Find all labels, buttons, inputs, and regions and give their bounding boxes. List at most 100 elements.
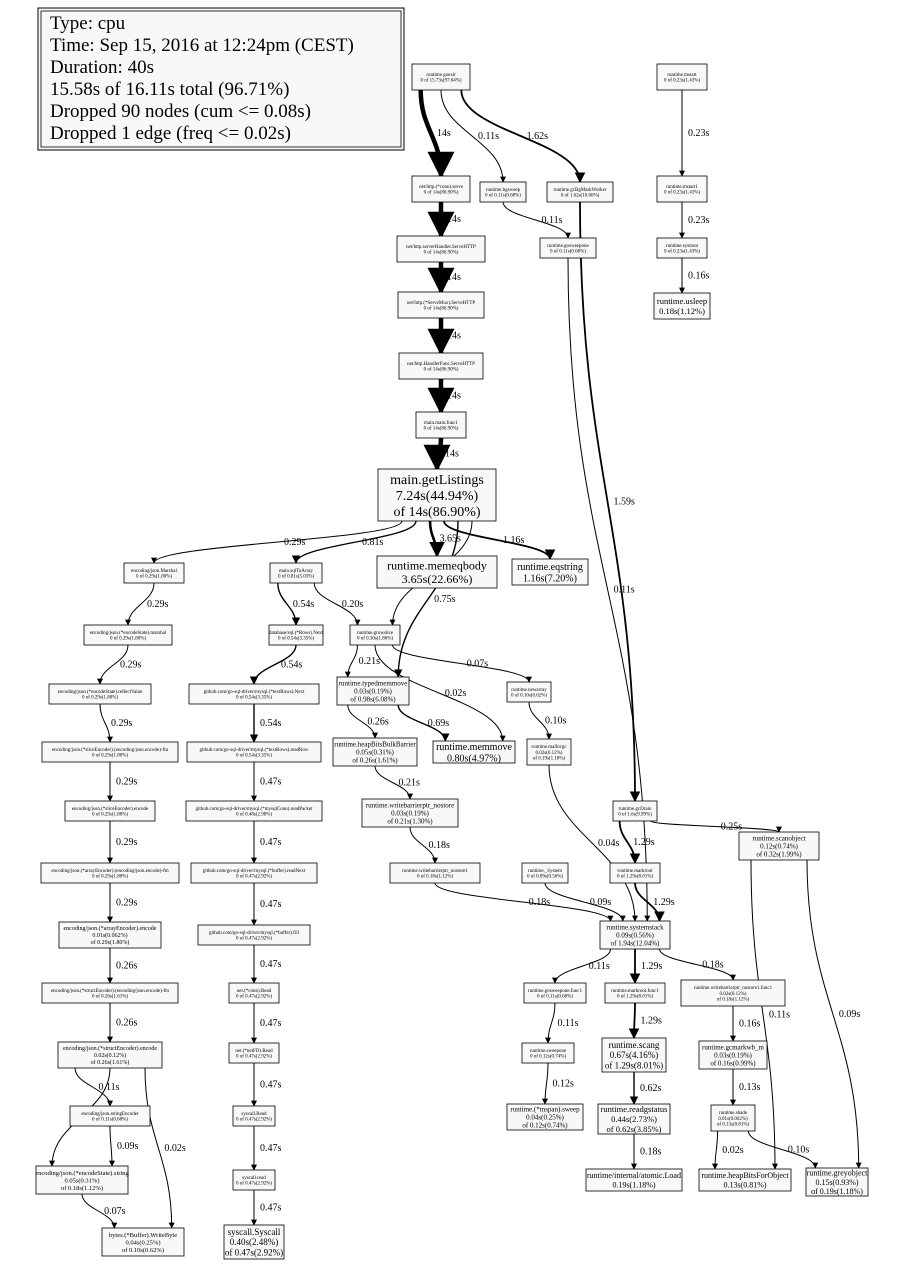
edge-label: 0.21s (359, 656, 381, 667)
node-label: 0.05s(0.31%) (64, 1177, 99, 1184)
edge-label: 0.04s (598, 838, 620, 849)
node-heapBitsBulkBarrier[interactable]: runtime.heapBitsBulkBarrier0.05s(0.31%)o… (332, 737, 418, 767)
node-label: runtime.heapBitsForObject (701, 1171, 789, 1180)
node-structEncoderFm[interactable]: encoding/json.(*structEncoder).(encoding… (41, 982, 179, 1004)
node-label: runtime.mstart (667, 73, 697, 78)
edge-sqlToArray-to-growslice (313, 582, 361, 626)
node-sliceEncoder[interactable]: encoding/json.(*sliceEncoder).(encoding/… (41, 741, 179, 763)
edge-label: 0.11s (769, 1010, 790, 1021)
node-box (48, 683, 152, 705)
node-label: 0.03s(0.19%) (714, 1051, 752, 1059)
node-readRow[interactable]: github.com/go-sql-driver/mysql.(*textRow… (186, 741, 322, 763)
edge-label: 0.02s (445, 688, 467, 699)
node-reflectValue[interactable]: encoding/json.(*encodeState).reflectValu… (48, 683, 152, 705)
node-mysqlRowsNext[interactable]: github.com/go-sql-driver/mysql.(*textRow… (188, 683, 320, 705)
node-wbNostore1Func1[interactable]: runtime.writebarrierptr_nostore1.func10.… (680, 979, 786, 1007)
edge-scanobject-to-heapBitsForObject (750, 859, 778, 1170)
node-arrayEncoder[interactable]: encoding/json.(*arrayEncoder).(encoding/… (40, 862, 180, 884)
node-label: 0.01s(0.062%) (92, 932, 127, 939)
node-readPacket[interactable]: github.com/go-sql-driver/mysql.(*mysqlCo… (185, 800, 323, 822)
edge-systemstack-to-wbNostore1Func1 (659, 948, 736, 981)
node-label: 0 of 14s(86.90%) (424, 251, 459, 256)
node-readNext[interactable]: github.com/go-sql-driver/mysql.(*buffer)… (190, 862, 318, 884)
edge-getListings-to-marshal (151, 520, 403, 564)
node-gcmarkwbM[interactable]: runtime.gcmarkwb_m0.03s(0.19%)of 0.16s(0… (698, 1040, 768, 1070)
node-box (415, 411, 467, 439)
node-label: 0.12s(0.74%) (760, 842, 798, 850)
node-writeByte[interactable]: bytes.(*Buffer).WriteByte0.04s(0.25%)of … (101, 1227, 185, 1257)
node-label: 0 of 0.23s(1.43%) (664, 250, 700, 255)
node-label: 0 of 0.18s(1.12%) (417, 875, 453, 880)
node-label: of 0.21s(1.30%) (387, 818, 433, 826)
node-structEncode[interactable]: encoding/json.(*structEncoder).encode0.0… (57, 1041, 163, 1069)
edge-label: 14s (447, 272, 461, 283)
node-fill[interactable]: github.com/go-sql-driver/mysql.(*buffer)… (197, 924, 311, 946)
node-wbNostore[interactable]: runtime.writebarrierptr_nostore0.03s(0.1… (361, 798, 459, 828)
node-arrayEncode[interactable]: encoding/json.(*arrayEncoder).encode0.01… (58, 921, 162, 949)
node-box (41, 741, 179, 763)
edge-label: 0.62s (640, 1083, 662, 1094)
node-box (57, 1041, 163, 1069)
node-box (389, 862, 481, 884)
node-esString[interactable]: encoding/json.(*encodeState).string0.05s… (35, 1165, 129, 1195)
node-label: 0 of 0.10s(0.62%) (511, 694, 547, 699)
edge-label: 0.47s (260, 899, 282, 910)
node-box (601, 1037, 667, 1073)
edge-label: 1.62s (527, 131, 549, 142)
node-box (83, 624, 173, 646)
node-label: runtime.writebarrierptr_nostore1.func1 (694, 986, 773, 991)
node-box (738, 831, 820, 861)
node-label: syscall.Read (241, 1112, 267, 1117)
node-label: of 1.94s(12.04%) (611, 940, 660, 948)
